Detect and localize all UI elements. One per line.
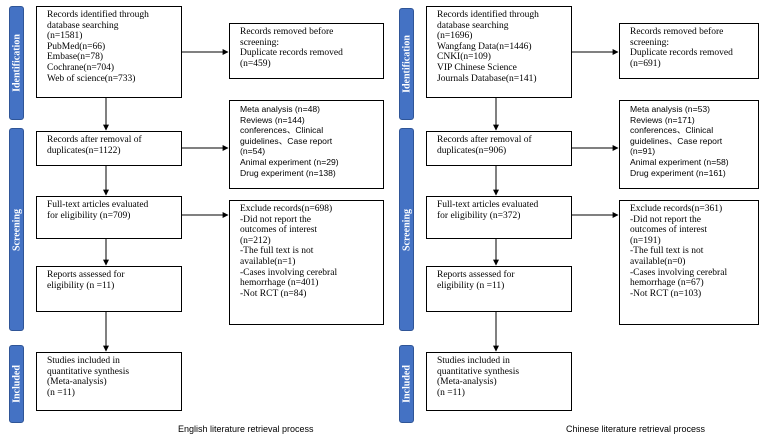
records-removed-box: Records removed before screening: Duplic… xyxy=(229,23,384,79)
reports-assessed-box: Reports assessed for eligibility (n =11) xyxy=(426,266,572,312)
records-after-duplicates-box: Records after removal of duplicates(n=11… xyxy=(36,131,182,166)
records-after-duplicates-box: Records after removal of duplicates(n=90… xyxy=(426,131,572,166)
studies-included-box: Studies included in quantitative synthes… xyxy=(36,352,182,411)
screen-excluded-box: Meta analysis (n=53) Reviews (n=171) con… xyxy=(619,100,759,189)
phase-included: Included xyxy=(399,345,414,423)
phase-included: Included xyxy=(9,345,24,423)
exclude-records-box: Exclude records(n=698) -Did not report t… xyxy=(229,200,384,325)
records-removed-box: Records removed before screening: Duplic… xyxy=(619,23,759,79)
fulltext-evaluated-box: Full-text articles evaluated for eligibi… xyxy=(426,196,572,239)
studies-included-box: Studies included in quantitative synthes… xyxy=(426,352,572,411)
phase-screening: Screening xyxy=(399,128,414,331)
fulltext-evaluated-box: Full-text articles evaluated for eligibi… xyxy=(36,196,182,239)
phase-screening: Screening xyxy=(9,128,24,331)
phase-identification: Identification xyxy=(399,8,414,120)
english-caption: English literature retrieval process xyxy=(178,424,314,434)
reports-assessed-box: Reports assessed for eligibility (n =11) xyxy=(36,266,182,312)
records-identified-box: Records identified through database sear… xyxy=(426,6,572,98)
chinese-caption: Chinese literature retrieval process xyxy=(566,424,706,434)
exclude-records-box: Exclude records(n=361) -Did not report t… xyxy=(619,200,759,325)
phase-identification: Identification xyxy=(9,6,24,120)
records-identified-box: Records identified through database sear… xyxy=(36,6,182,98)
screen-excluded-box: Meta analysis (n=48) Reviews (n=144) con… xyxy=(229,100,384,189)
